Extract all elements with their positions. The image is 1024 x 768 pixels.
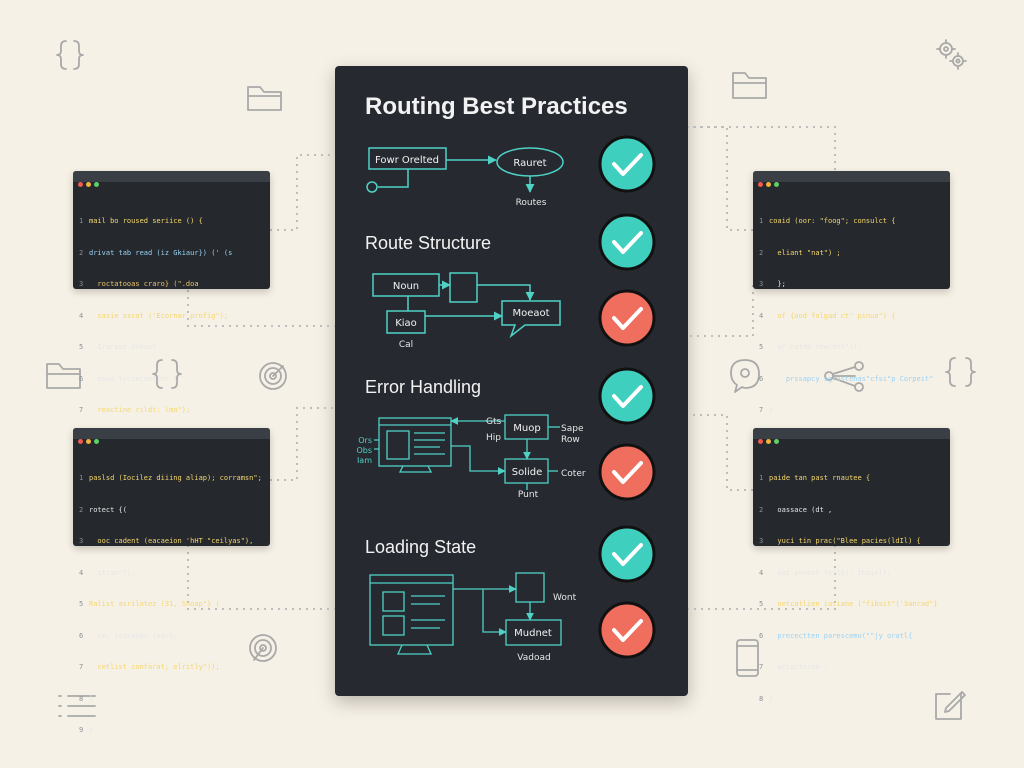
diagram-monitor xyxy=(378,417,452,467)
diagram-label-moeaot: Moeaot xyxy=(512,308,549,319)
minimize-dot-icon xyxy=(86,182,91,187)
target-icon xyxy=(259,362,287,390)
diagram-caption-punt: Punt xyxy=(518,490,539,500)
status-checks xyxy=(598,135,656,659)
window-titlebar xyxy=(73,171,270,187)
edit-icon xyxy=(935,691,966,720)
braces-icon xyxy=(945,357,976,387)
diagram-label-muop: Muop xyxy=(513,423,540,434)
braces-icon xyxy=(152,359,182,389)
diagram-loading-state xyxy=(369,572,562,655)
diagram-speech-moeaot xyxy=(501,300,561,339)
minimize-dot-icon xyxy=(86,439,91,444)
close-dot-icon xyxy=(78,439,83,444)
section-route-structure: Route Structure xyxy=(365,233,492,253)
panel-title: Routing Best Practices xyxy=(365,93,628,120)
close-dot-icon xyxy=(78,182,83,187)
diagram-label-rauret: Rauret xyxy=(513,158,546,169)
check-route-1 xyxy=(598,213,656,271)
diagram-label-sape: Sape xyxy=(561,424,584,434)
check-route-2 xyxy=(598,289,656,347)
diagram-label-kiao: Kiao xyxy=(395,318,417,329)
diagram-box-wont xyxy=(515,572,545,603)
diagram-box-blank xyxy=(449,272,478,303)
maximize-dot-icon xyxy=(94,439,99,444)
diagram-side-label-1: Ors xyxy=(358,436,372,445)
diagram-side-label-2: Obs xyxy=(356,446,372,455)
check-error-1 xyxy=(598,367,656,425)
diagram-caption-routes: Routes xyxy=(516,198,547,208)
folder-icon xyxy=(732,72,767,99)
check-top xyxy=(598,135,656,193)
check-loading-2 xyxy=(598,601,656,659)
diagram-label-fowr: Fowr Orelted xyxy=(375,155,439,166)
diagram-label-coter: Coter xyxy=(561,469,586,479)
target-icon xyxy=(249,634,277,662)
diagram-box-kiao xyxy=(386,310,426,334)
diagram-label-row: Row xyxy=(561,435,580,445)
minimize-dot-icon xyxy=(766,182,771,187)
close-dot-icon xyxy=(758,439,763,444)
maximize-dot-icon xyxy=(774,182,779,187)
window-titlebar xyxy=(753,171,950,187)
close-dot-icon xyxy=(758,182,763,187)
diagram-label-noun: Noun xyxy=(393,281,419,292)
idea-bulb-icon xyxy=(730,359,760,393)
diagram-loading-monitor xyxy=(369,574,454,646)
folder-icon xyxy=(247,86,282,111)
check-error-2 xyxy=(598,443,656,501)
check-loading-1 xyxy=(598,525,656,583)
braces-icon xyxy=(56,40,84,70)
share-icon xyxy=(824,361,864,392)
diagram-label-wont: Wont xyxy=(553,593,577,603)
gear-icon xyxy=(936,39,967,70)
diagram-label-gts: Gts xyxy=(486,417,502,427)
diagram-label-mudnet: Mudnet xyxy=(514,628,552,639)
diagram-caption-cal: Cal xyxy=(399,340,413,350)
section-error-handling: Error Handling xyxy=(365,377,482,397)
diagram-caption-vadoad: Vadoad xyxy=(517,653,550,663)
minimize-dot-icon xyxy=(766,439,771,444)
mobile-icon xyxy=(736,639,759,677)
maximize-dot-icon xyxy=(94,182,99,187)
diagram-side-label-3: Iam xyxy=(357,456,372,465)
diagram-error-handling xyxy=(374,414,560,490)
diagram-label-solide: Solide xyxy=(512,467,543,478)
diagram-top xyxy=(366,147,564,193)
folder-icon xyxy=(46,363,81,389)
diagram-route-structure xyxy=(372,272,561,339)
window-titlebar xyxy=(73,428,270,444)
list-icon xyxy=(58,695,96,717)
dashed-connectors xyxy=(187,126,836,610)
maximize-dot-icon xyxy=(774,439,779,444)
window-titlebar xyxy=(753,428,950,444)
diagram-label-hip: Hip xyxy=(486,433,501,443)
section-loading-state: Loading State xyxy=(365,537,477,557)
